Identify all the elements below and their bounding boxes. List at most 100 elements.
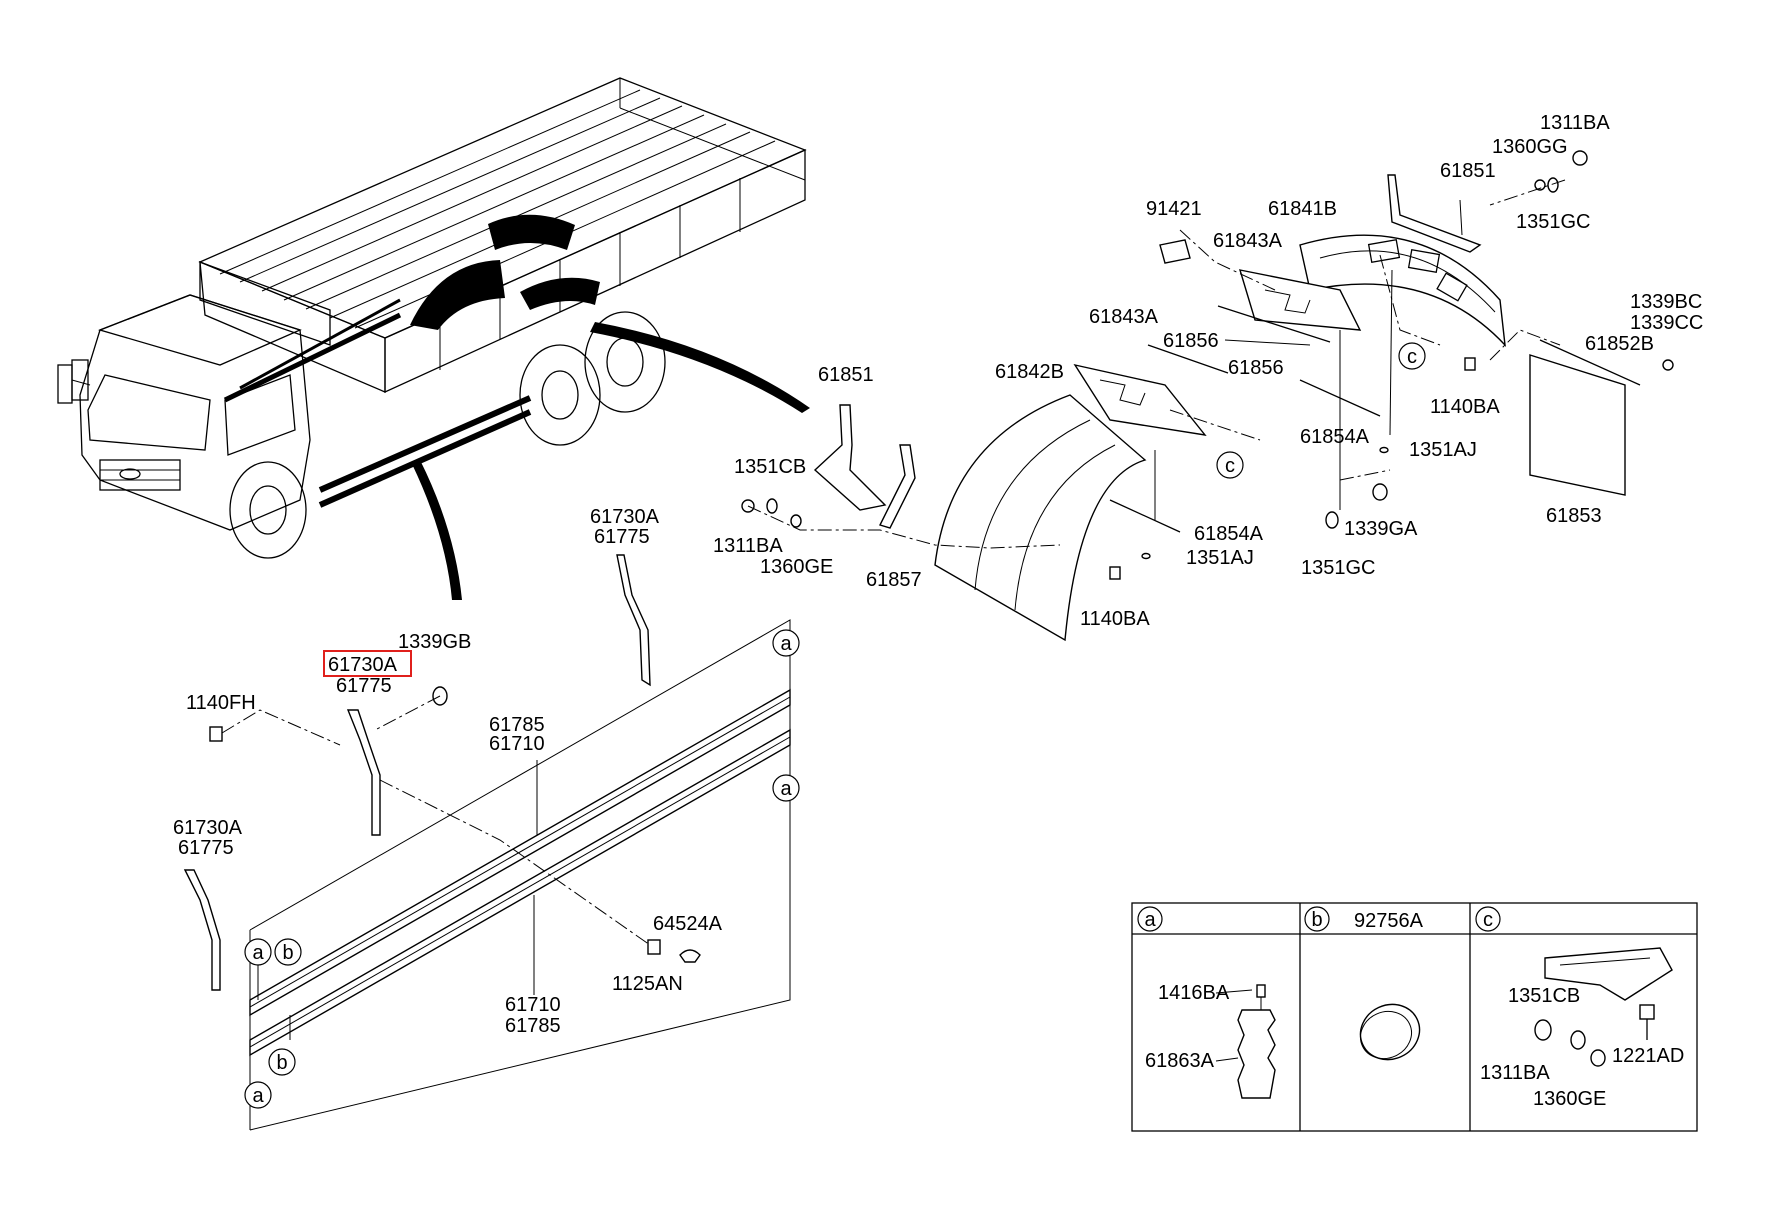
- callout-a-left: [244, 938, 272, 966]
- callout-a-right: [772, 774, 800, 802]
- label-61710-lower[interactable]: 61710: [505, 994, 561, 1016]
- label-61843A-lower[interactable]: 61843A: [1089, 306, 1159, 328]
- label-61730A-highlighted[interactable]: 61730A: [328, 654, 398, 676]
- bracket-61857: [879, 444, 916, 529]
- fender-61841B: [1299, 234, 1506, 348]
- detail-b-circle: [1304, 906, 1330, 932]
- label-61775-mid[interactable]: 61775: [336, 675, 392, 697]
- label-1140BA-lower[interactable]: 1140BA: [1080, 608, 1150, 630]
- detail-a-circle: [1137, 906, 1163, 932]
- label-61775-top[interactable]: 61775: [594, 526, 650, 548]
- label-1351AJ-upper[interactable]: 1351AJ: [1409, 439, 1477, 461]
- detail-label-1360GE[interactable]: 1360GE: [1533, 1088, 1606, 1110]
- label-61710-upper[interactable]: 61710: [489, 733, 545, 755]
- label-1351CB[interactable]: 1351CB: [734, 456, 806, 478]
- label-61857[interactable]: 61857: [866, 569, 922, 591]
- detail-label-1351CB[interactable]: 1351CB: [1508, 985, 1580, 1007]
- cargo-bed-side: [384, 148, 806, 394]
- label-61854A-upper[interactable]: 61854A: [1300, 426, 1370, 448]
- cab-grille: [99, 459, 181, 491]
- callout-c-lower: [1216, 451, 1244, 479]
- label-1339CC[interactable]: 1339CC: [1630, 312, 1703, 334]
- label-61842B[interactable]: 61842B: [995, 361, 1064, 383]
- callout-b-left-text: b: [282, 942, 293, 964]
- bracket-61730A-mid: [346, 709, 381, 836]
- label-61785-lower[interactable]: 61785: [505, 1015, 561, 1037]
- bed-headboard: [199, 261, 331, 346]
- pointer-arrow-fender: [590, 322, 810, 413]
- cab-windshield: [87, 374, 211, 451]
- label-1360GE[interactable]: 1360GE: [760, 556, 833, 578]
- detail-label-1311BA[interactable]: 1311BA: [1480, 1062, 1550, 1084]
- detail-label-61863A[interactable]: 61863A: [1145, 1050, 1215, 1072]
- label-1351GC-top[interactable]: 1351GC: [1516, 211, 1591, 233]
- nut-1339BC: [1662, 359, 1674, 371]
- bolt-1140BA-1: [1464, 357, 1476, 371]
- callout-c-lower-text: c: [1225, 455, 1235, 477]
- callout-b-left: [274, 938, 302, 966]
- label-1351AJ-lower[interactable]: 1351AJ: [1186, 547, 1254, 569]
- label-64524A[interactable]: 64524A: [653, 913, 723, 935]
- detail-c-letter: c: [1483, 909, 1493, 931]
- pad-91421: [1159, 239, 1191, 264]
- bracket-61843A-lower: [1073, 363, 1207, 436]
- label-61841B[interactable]: 61841B: [1268, 198, 1337, 220]
- label-61856-lower[interactable]: 61856: [1228, 357, 1284, 379]
- label-61730A-bottom[interactable]: 61730A: [173, 817, 243, 839]
- bracket-61730A-top: [616, 554, 651, 687]
- label-61843A-upper[interactable]: 61843A: [1213, 230, 1283, 252]
- cargo-bed-front: [199, 260, 386, 393]
- cab-door-window: [224, 374, 296, 456]
- rear-wheel-1: [519, 344, 601, 446]
- label-61851-mid[interactable]: 61851: [818, 364, 874, 386]
- washer-1351CB-detail: [1570, 1030, 1586, 1050]
- label-1339GA[interactable]: 1339GA: [1344, 518, 1418, 540]
- detail-b-letter: b: [1311, 909, 1322, 931]
- label-1140FH[interactable]: 1140FH: [186, 692, 256, 714]
- label-1311BA-top[interactable]: 1311BA: [1540, 112, 1610, 134]
- callout-a-right-text: a: [780, 778, 792, 800]
- label-1339GB[interactable]: 1339GB: [398, 631, 471, 653]
- label-61775-bottom[interactable]: 61775: [178, 837, 234, 859]
- front-wheel: [229, 461, 307, 559]
- label-91421[interactable]: 91421: [1146, 198, 1202, 220]
- plug-92756A: [1359, 1003, 1421, 1061]
- label-61852B[interactable]: 61852B: [1585, 333, 1654, 355]
- fender-highlight-2: [520, 277, 600, 310]
- label-61856-upper[interactable]: 61856: [1163, 330, 1219, 352]
- washer-1351CB: [766, 498, 778, 514]
- callout-b-bottom-text: b: [276, 1052, 287, 1074]
- fender-highlight-1: [410, 260, 505, 330]
- callout-a-top-text: a: [780, 633, 792, 655]
- bolt-1140BA-2: [1109, 566, 1121, 580]
- pin-1416BA: [1256, 984, 1266, 998]
- label-1351GC-lower[interactable]: 1351GC: [1301, 557, 1376, 579]
- detail-label-1221AD[interactable]: 1221AD: [1612, 1045, 1684, 1067]
- label-61730A-top[interactable]: 61730A: [590, 506, 660, 528]
- rear-wheel-2: [584, 311, 666, 413]
- bracket-61851-top: [1387, 174, 1482, 253]
- label-61854A-lower[interactable]: 61854A: [1194, 523, 1264, 545]
- label-1125AN[interactable]: 1125AN: [612, 973, 683, 995]
- detail-c-bracket: [1544, 947, 1673, 1001]
- part-labels: 1311BA 1360GG 61851 1351GC 91421 61841B …: [173, 112, 1703, 1037]
- bolt-1140FH: [209, 726, 223, 742]
- fender-highlight-3: [488, 214, 575, 250]
- label-61853[interactable]: 61853: [1546, 505, 1602, 527]
- label-61851-top[interactable]: 61851: [1440, 160, 1496, 182]
- detail-b-title[interactable]: 92756A: [1354, 910, 1424, 932]
- label-61785-upper[interactable]: 61785: [489, 714, 545, 736]
- mudflap-61853: [1529, 354, 1626, 496]
- pointer-arrow-rail: [412, 460, 462, 600]
- label-1360GG[interactable]: 1360GG: [1492, 136, 1568, 158]
- callout-a-top: [772, 629, 800, 657]
- bolt-1125AN: [647, 939, 661, 955]
- truck-illustration: [57, 77, 810, 600]
- label-1140BA-right[interactable]: 1140BA: [1430, 396, 1500, 418]
- truck-cab: [79, 294, 311, 531]
- label-1311BA-mid[interactable]: 1311BA: [713, 535, 783, 557]
- label-1339BC[interactable]: 1339BC: [1630, 291, 1702, 313]
- detail-label-1416BA[interactable]: 1416BA: [1158, 982, 1230, 1004]
- detail-c-circle: [1475, 906, 1501, 932]
